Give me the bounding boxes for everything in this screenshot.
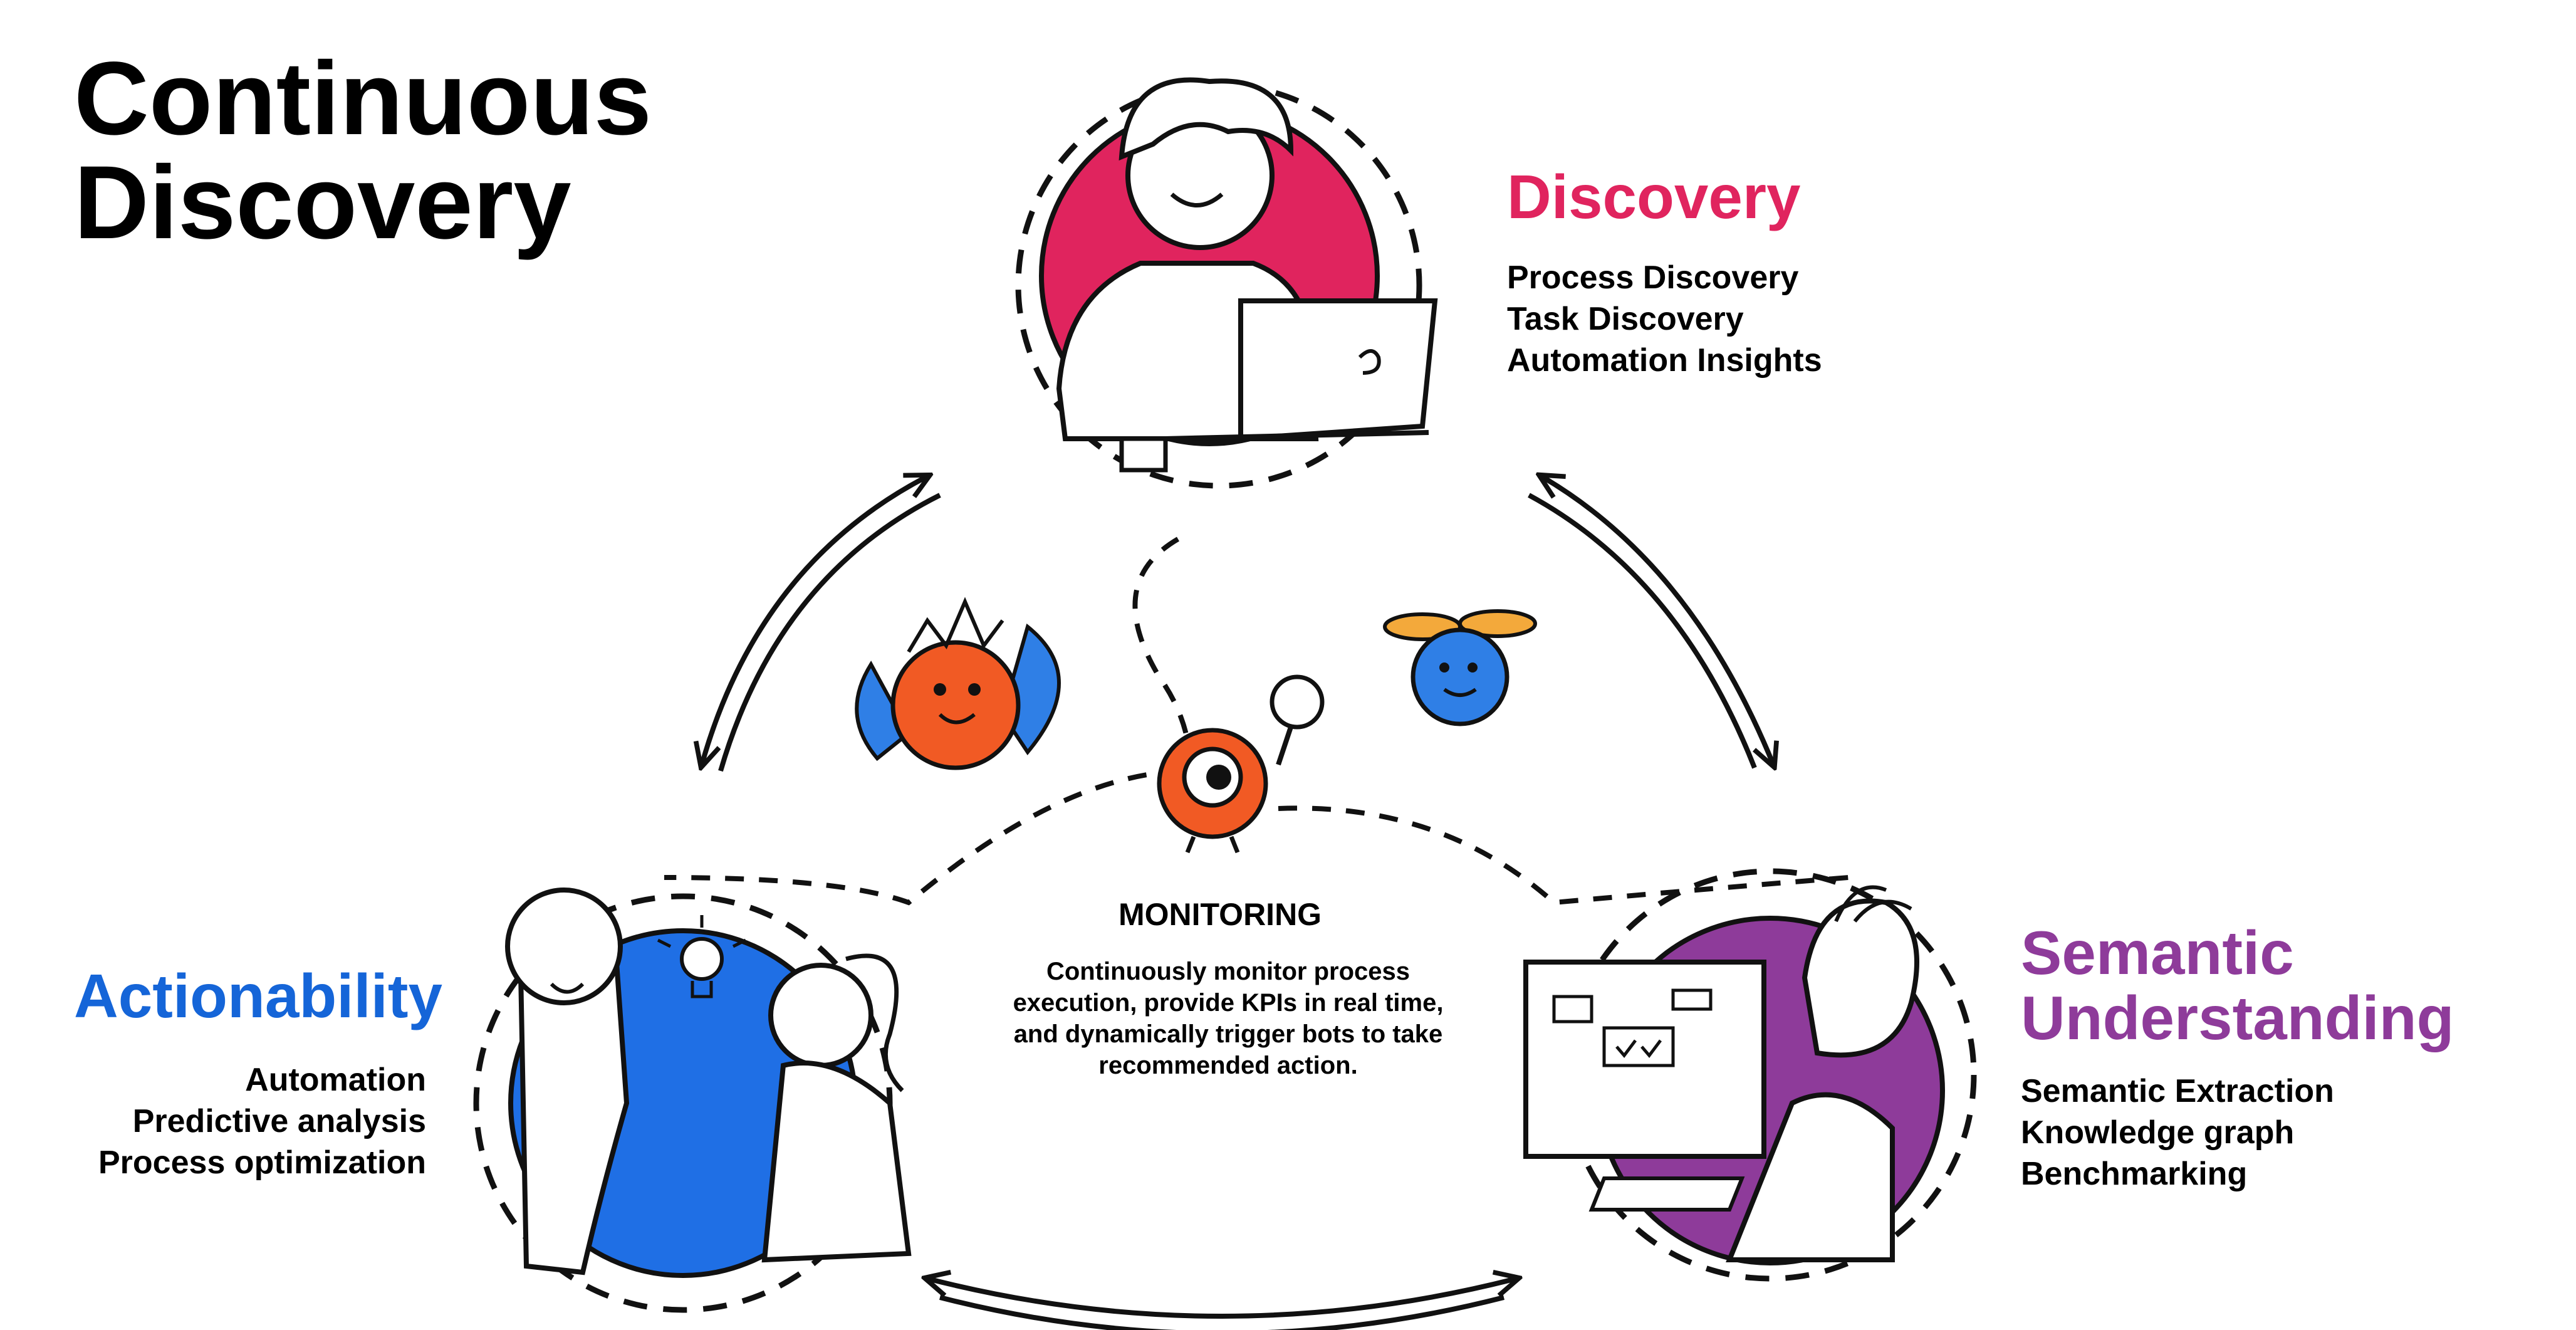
cycle-arrows: [702, 476, 1773, 1330]
actionability-list: Automation Predictive analysis Process o…: [0, 1059, 426, 1183]
semantic-list: Semantic Extraction Knowledge graph Benc…: [2021, 1071, 2334, 1195]
actionability-illustration: [473, 888, 912, 1313]
list-item: Process optimization: [98, 1144, 426, 1181]
list-item: Automation: [245, 1062, 426, 1098]
propeller-bot-icon: [1383, 609, 1537, 726]
list-item: Benchmarking: [2021, 1156, 2248, 1192]
monitoring-bot-icon: [1157, 674, 1325, 854]
list-item: Task Discovery: [1507, 301, 1744, 337]
list-item: Process Discovery: [1507, 259, 1799, 296]
discovery-illustration: [1015, 77, 1438, 489]
list-item: Semantic Extraction: [2021, 1073, 2334, 1109]
list-item: Predictive analysis: [132, 1103, 426, 1139]
monitoring-description: Continuously monitor process execution, …: [1013, 958, 1444, 1079]
discovery-heading: Discovery: [1507, 162, 1801, 231]
semantic-heading: Semantic Understanding: [2021, 918, 2454, 1052]
winged-bot-icon: [855, 597, 1061, 770]
monitoring-loop: [664, 537, 1849, 906]
list-item: Knowledge graph: [2021, 1114, 2295, 1151]
discovery-list: Process Discovery Task Discovery Automat…: [1507, 257, 1822, 381]
actionability-heading: Actionability: [74, 961, 443, 1030]
monitoring-title: MONITORING: [1119, 897, 1322, 932]
list-item: Automation Insights: [1507, 342, 1822, 379]
semantic-illustration: [1523, 868, 1977, 1282]
